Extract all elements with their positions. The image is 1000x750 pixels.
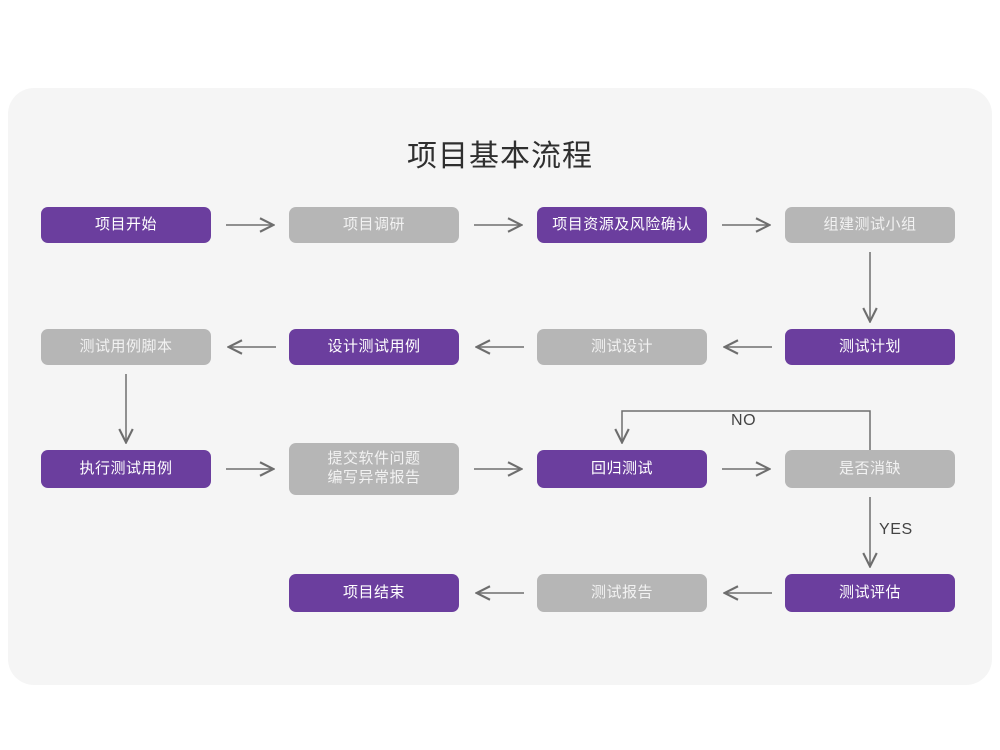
- flow-node-n3[interactable]: 项目资源及风险确认: [537, 207, 707, 243]
- edge-label-no: NO: [731, 412, 757, 429]
- flow-node-n11[interactable]: 回归测试: [537, 450, 707, 488]
- flow-node-label: 组建测试小组: [823, 215, 917, 233]
- flow-node-n10[interactable]: 提交软件问题 编写异常报告: [289, 443, 459, 495]
- flow-node-label: 测试计划: [838, 337, 901, 355]
- flow-node-n6[interactable]: 设计测试用例: [289, 329, 459, 365]
- flow-node-n15[interactable]: 测试评估: [785, 574, 955, 612]
- flow-node-label: 测试设计: [590, 337, 653, 355]
- flow-node-n5[interactable]: 测试用例脚本: [41, 329, 211, 365]
- flow-node-n2[interactable]: 项目调研: [289, 207, 459, 243]
- flow-node-label: 测试报告: [590, 583, 653, 601]
- flow-node-label: 测试用例脚本: [79, 337, 173, 355]
- flow-node-n14[interactable]: 测试报告: [537, 574, 707, 612]
- flow-node-n13[interactable]: 项目结束: [289, 574, 459, 612]
- flow-node-label: 测试评估: [838, 583, 901, 601]
- flow-node-label: 项目资源及风险确认: [552, 215, 692, 233]
- flow-node-label: 项目结束: [342, 583, 405, 601]
- flow-node-n9[interactable]: 执行测试用例: [41, 450, 211, 488]
- flow-node-n4[interactable]: 组建测试小组: [785, 207, 955, 243]
- flow-node-label: 执行测试用例: [79, 459, 173, 477]
- flow-node-n12[interactable]: 是否消缺: [785, 450, 955, 488]
- flow-node-label: 项目调研: [342, 215, 405, 233]
- edge-label-yes: YES: [879, 521, 913, 538]
- flow-node-label: 提交软件问题 编写异常报告: [327, 450, 421, 486]
- flow-node-n1[interactable]: 项目开始: [41, 207, 211, 243]
- flow-node-label: 设计测试用例: [327, 337, 421, 355]
- flow-node-n8[interactable]: 测试计划: [785, 329, 955, 365]
- flow-node-label: 是否消缺: [838, 459, 901, 477]
- flow-node-n7[interactable]: 测试设计: [537, 329, 707, 365]
- flow-node-label: 项目开始: [94, 215, 157, 233]
- flow-node-label: 回归测试: [590, 459, 653, 477]
- page-title: 项目基本流程: [407, 140, 593, 173]
